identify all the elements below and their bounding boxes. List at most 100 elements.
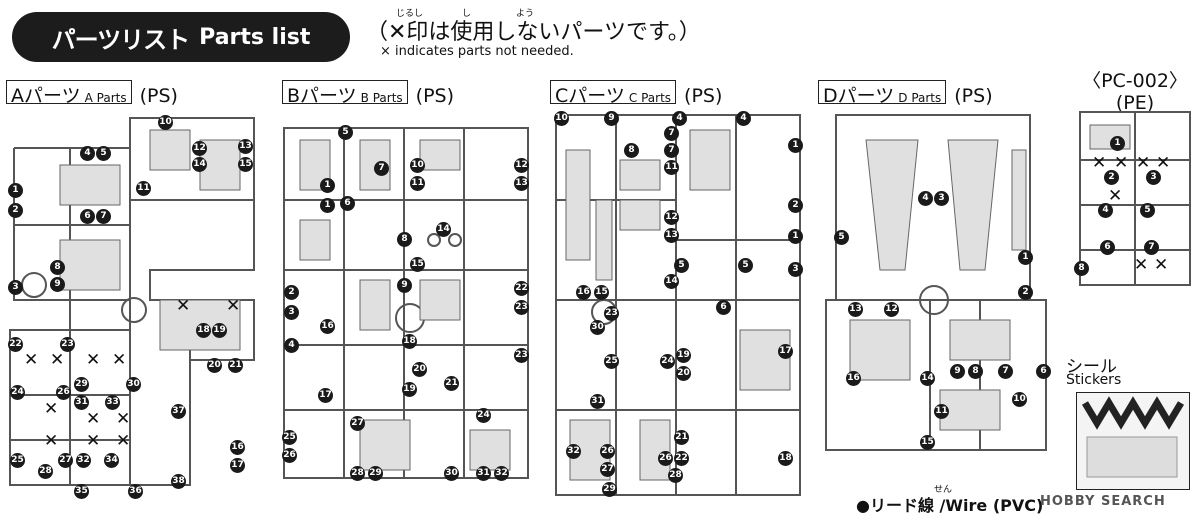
part-c-21: 21 bbox=[674, 430, 689, 445]
part-a-15: 15 bbox=[238, 157, 253, 172]
part-b-8: 8 bbox=[397, 232, 412, 247]
unused-mark-a-3: ✕ bbox=[24, 350, 39, 370]
runner-c-box: Cパーツ C Parts bbox=[550, 80, 677, 107]
ruby-shi: し bbox=[462, 9, 472, 19]
part-a-1 bbox=[59, 164, 121, 206]
part-b-1a: 1 bbox=[320, 178, 335, 193]
part-b-28: 28 bbox=[350, 466, 365, 481]
part-c-3: 3 bbox=[788, 262, 803, 277]
part-c-7a: 7 bbox=[664, 126, 679, 141]
part-c-wing bbox=[739, 329, 791, 391]
runner-b-material: (PS) bbox=[415, 85, 454, 107]
runner-a-label: Aパーツ A Parts (PS) bbox=[6, 80, 178, 107]
part-a-22: 22 bbox=[8, 337, 23, 352]
part-b-3 bbox=[419, 139, 461, 171]
part-a-11: 11 bbox=[136, 181, 151, 196]
part-d-rod bbox=[1011, 149, 1027, 251]
part-c-block-2 bbox=[619, 199, 661, 231]
runner-b-en: B Parts bbox=[360, 91, 403, 105]
part-c-block-1 bbox=[619, 159, 661, 191]
part-c-block-3 bbox=[689, 129, 731, 191]
part-b-9: 9 bbox=[397, 278, 412, 293]
part-b-32: 32 bbox=[494, 466, 509, 481]
part-a-8: 8 bbox=[50, 260, 65, 275]
runner-c-en: C Parts bbox=[628, 91, 672, 105]
part-c-9: 9 bbox=[604, 111, 619, 126]
part-a-36: 36 bbox=[128, 484, 143, 499]
unused-mark-a-11: ✕ bbox=[86, 431, 101, 451]
part-c-30: 30 bbox=[590, 320, 605, 335]
part-a-9: 9 bbox=[50, 277, 65, 292]
part-a-21: 21 bbox=[228, 358, 243, 373]
part-b-8 bbox=[469, 429, 511, 471]
part-d-7: 7 bbox=[998, 364, 1013, 379]
part-c-32: 32 bbox=[566, 444, 581, 459]
runner-b-ja: Bパーツ bbox=[287, 85, 357, 107]
unused-mark-a-5: ✕ bbox=[86, 350, 101, 370]
part-c-13: 13 bbox=[664, 228, 679, 243]
part-b-26: 26 bbox=[282, 448, 297, 463]
part-d-2: 2 bbox=[1018, 285, 1033, 300]
unused-mark-pc-4: ✕ bbox=[1156, 153, 1171, 173]
part-b-27: 27 bbox=[350, 416, 365, 431]
stickers-label-ja: シール bbox=[1066, 357, 1117, 377]
part-b-15: 15 bbox=[410, 257, 425, 272]
part-a-33: 33 bbox=[105, 395, 120, 410]
runner-d-material: (PS) bbox=[954, 85, 993, 107]
part-b-16: 16 bbox=[320, 319, 335, 334]
part-c-16: 16 bbox=[576, 285, 591, 300]
runner-a-material: (PS) bbox=[139, 85, 178, 107]
part-c-1a: 1 bbox=[788, 138, 803, 153]
part-c-1b: 1 bbox=[788, 229, 803, 244]
stickers-label-en: Stickers bbox=[1066, 372, 1122, 388]
part-c-24: 24 bbox=[660, 354, 675, 369]
part-c-6: 6 bbox=[716, 300, 731, 315]
part-b-19: 19 bbox=[402, 382, 417, 397]
part-d-3: 3 bbox=[934, 191, 949, 206]
unused-mark-a-6: ✕ bbox=[112, 350, 127, 370]
part-a-19: 19 bbox=[212, 323, 227, 338]
unused-mark-pc-6: ✕ bbox=[1134, 255, 1149, 275]
runner-pc-code: 〈PC-002〉 bbox=[1082, 70, 1188, 92]
part-b-6: 6 bbox=[340, 196, 355, 211]
runner-d-en: D Parts bbox=[898, 91, 942, 105]
part-d-joint bbox=[949, 319, 1011, 361]
part-a-3: 3 bbox=[8, 280, 23, 295]
part-d-11: 11 bbox=[934, 404, 949, 419]
part-a-13: 13 bbox=[238, 139, 253, 154]
part-b-4: 4 bbox=[284, 338, 299, 353]
part-d-armor bbox=[849, 319, 911, 381]
part-c-26b: 26 bbox=[658, 451, 673, 466]
part-b-25: 25 bbox=[282, 430, 297, 445]
part-a-32: 32 bbox=[76, 453, 91, 468]
runner-d-ja: Dパーツ bbox=[823, 85, 895, 107]
part-b-5 bbox=[359, 279, 391, 331]
part-c-long-left bbox=[565, 149, 591, 261]
part-d-5: 5 bbox=[834, 230, 849, 245]
part-c-17: 17 bbox=[778, 344, 793, 359]
unused-mark-a-8: ✕ bbox=[86, 409, 101, 429]
part-b-13: 13 bbox=[514, 176, 529, 191]
part-pc-5: 5 bbox=[1140, 203, 1155, 218]
runner-c-ja: Cパーツ bbox=[555, 85, 625, 107]
part-d-13: 13 bbox=[848, 302, 863, 317]
part-a-16: 16 bbox=[230, 440, 245, 455]
part-b-12: 12 bbox=[514, 158, 529, 173]
unused-mark-a-1: ✕ bbox=[176, 296, 191, 316]
part-a-26: 26 bbox=[56, 385, 71, 400]
part-a-28: 28 bbox=[38, 464, 53, 479]
runner-d-box: Dパーツ D Parts bbox=[818, 80, 947, 107]
part-d-15: 15 bbox=[920, 435, 935, 450]
part-c-10: 10 bbox=[554, 111, 569, 126]
runner-d-label: Dパーツ D Parts (PS) bbox=[818, 80, 993, 107]
part-a-27: 27 bbox=[58, 453, 73, 468]
part-c-12: 12 bbox=[664, 210, 679, 225]
unused-mark-a-9: ✕ bbox=[116, 409, 131, 429]
part-c-armor-2 bbox=[639, 419, 671, 481]
part-b-11: 11 bbox=[410, 176, 425, 191]
part-a-17: 17 bbox=[230, 458, 245, 473]
runner-pc-label: 〈PC-002〉 (PE) bbox=[1080, 70, 1190, 114]
unused-mark-a-7: ✕ bbox=[44, 399, 59, 419]
sticker-sheet-graphic bbox=[1081, 396, 1185, 478]
runner-c-label: Cパーツ C Parts (PS) bbox=[550, 80, 722, 107]
